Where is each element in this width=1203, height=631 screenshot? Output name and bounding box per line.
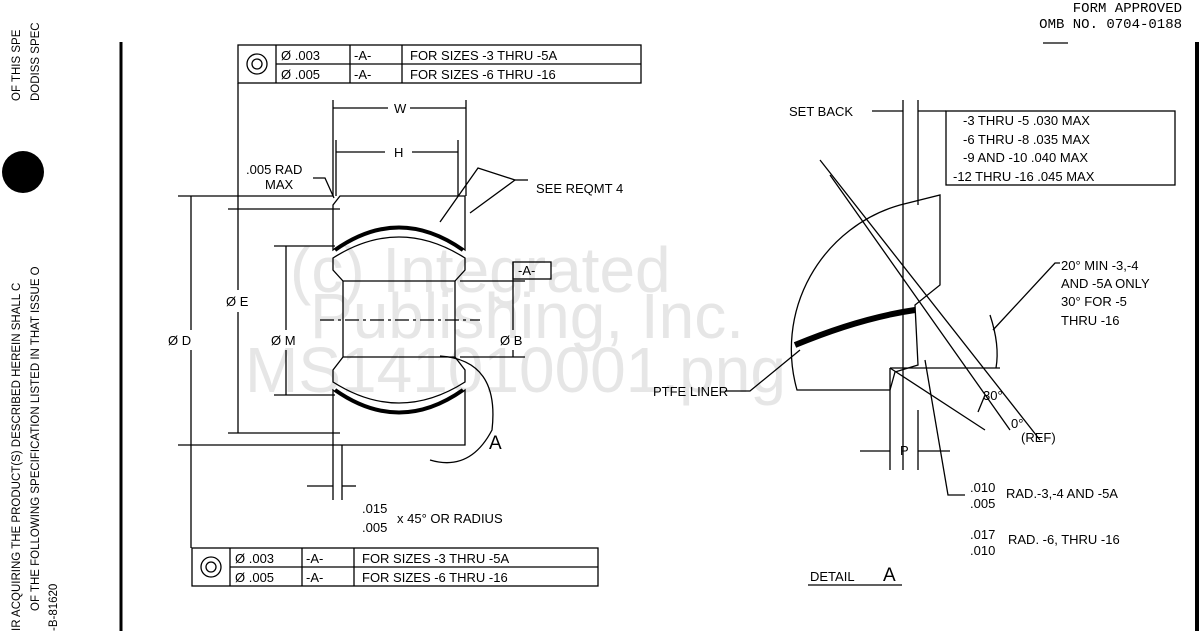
dim-p-label: P [900,443,909,458]
angle-0-label: 0° [1011,416,1023,431]
concentricity-symbol-icon [246,53,268,75]
setback-table: -3 THRU -5 .030 MAX -6 THRU -8 .035 MAX … [945,110,1176,186]
rad1-upper: .010 [970,480,995,495]
fcf-datum: -A- [354,67,371,82]
dim-h-label: H [394,145,403,160]
concentricity-frame-bottom: Ø .003 -A- FOR SIZES -3 THRU -5A Ø .005 … [191,547,599,587]
bearing-section-view: A [320,195,502,464]
omb-number: OMB NO. 0704-0188 [1039,17,1182,33]
watermark-line-2: Publishing, Inc. [310,280,744,352]
fcf-note: FOR SIZES -6 THRU -16 [410,67,556,82]
fcf-tolerance: Ø .005 [235,570,274,585]
rad2-note: RAD. -6, THRU -16 [1008,532,1120,547]
side-note-line-2a: OF THE FOLLOWING SPECIFICATION LISTED IN… [30,266,42,611]
chamfer-upper-tol: .015 [362,501,387,516]
form-approved-block: FORM APPROVED OMB NO. 0704-0188 [1039,1,1182,44]
angle-30-label: 30° [983,388,1003,403]
concentricity-symbol-icon [200,556,222,578]
watermark-line-1: (c) Integrated [290,234,671,306]
rad2-upper: .017 [970,527,995,542]
side-note-line-3: -B-81620 [48,584,60,631]
detail-title-letter: A [883,565,896,586]
rad-note-line-2: MAX [265,177,294,192]
detail-a-circle [429,355,494,464]
angle-note-line: 30° FOR -5 [1061,294,1127,309]
rad1-note: RAD.-3,-4 AND -5A [1006,486,1118,501]
rad1-lower: .005 [970,496,995,511]
watermark-line-3: MS141010001.png [245,334,786,406]
angle-note-line: AND -5A ONLY [1061,276,1150,291]
rad-note-line-1: .005 RAD [246,162,302,177]
ptfe-liner-band [793,307,916,348]
chamfer-note: x 45° OR RADIUS [397,511,503,526]
fcf-note: FOR SIZES -6 THRU -16 [362,570,508,585]
punch-hole-mark [2,151,44,193]
set-back-label: SET BACK [789,104,853,119]
ball-top [332,236,466,282]
concentricity-frame-top: Ø .003 -A- FOR SIZES -3 THRU -5A Ø .005 … [237,44,642,84]
dim-m-label: Ø M [271,333,296,348]
datum-a-label: -A- [518,263,535,278]
liner-bottom [333,388,465,415]
side-note: IR ACQUIRING THE PRODUCT(S) DESCRIBED HE… [11,22,60,631]
chamfer-lower-tol: .005 [362,520,387,535]
fcf-tolerance: Ø .003 [281,48,320,63]
ref-label: (REF) [1021,430,1056,445]
fcf-datum: -A- [354,48,371,63]
detail-a-view: SET BACK -3 THRU -5 .030 MAX -6 THRU -8 … [653,100,1176,586]
detail-section [790,194,941,391]
dimensions: W H Ø D Ø E Ø M Ø B -A- .005 RAD MAX SEE… [168,83,623,548]
liner-top [333,225,465,252]
rad2-lower: .010 [970,543,995,558]
fcf-note: FOR SIZES -3 THRU -5A [362,551,509,566]
dim-e-label: Ø E [226,294,249,309]
datum-a-box [512,261,552,280]
ball-bottom [332,356,466,404]
fcf-note: FOR SIZES -3 THRU -5A [410,48,557,63]
dim-w-label: W [394,101,407,116]
dim-d-label: Ø D [168,333,191,348]
setback-row: -3 THRU -5 .030 MAX [963,113,1090,128]
angle-note-line: 20° MIN -3,-4 [1061,258,1138,273]
side-note-line-2b: DODISS SPEC [30,22,42,101]
fcf-tolerance: Ø .005 [281,67,320,82]
setback-row: -9 AND -10 .040 MAX [963,150,1088,165]
setback-row: -6 THRU -8 .035 MAX [963,132,1090,147]
dim-b-label: Ø B [500,333,522,348]
angle-note-line: THRU -16 [1061,313,1120,328]
side-note-line-1a: IR ACQUIRING THE PRODUCT(S) DESCRIBED HE… [11,283,23,631]
fcf-datum: -A- [306,570,323,585]
detail-title-label: DETAIL [810,569,855,584]
fcf-datum: -A- [306,551,323,566]
fcf-tolerance: Ø .003 [235,551,274,566]
detail-callout-label: A [489,433,502,454]
ptfe-liner-label: PTFE LINER [653,384,728,399]
form-approved-label: FORM APPROVED [1073,1,1182,17]
see-reqmt-note: SEE REQMT 4 [536,181,623,196]
side-note-line-1b: OF THIS SPE [11,29,23,101]
watermark: (c) Integrated Publishing, Inc. MS141010… [245,234,786,406]
setback-row: -12 THRU -16 .045 MAX [953,169,1095,184]
